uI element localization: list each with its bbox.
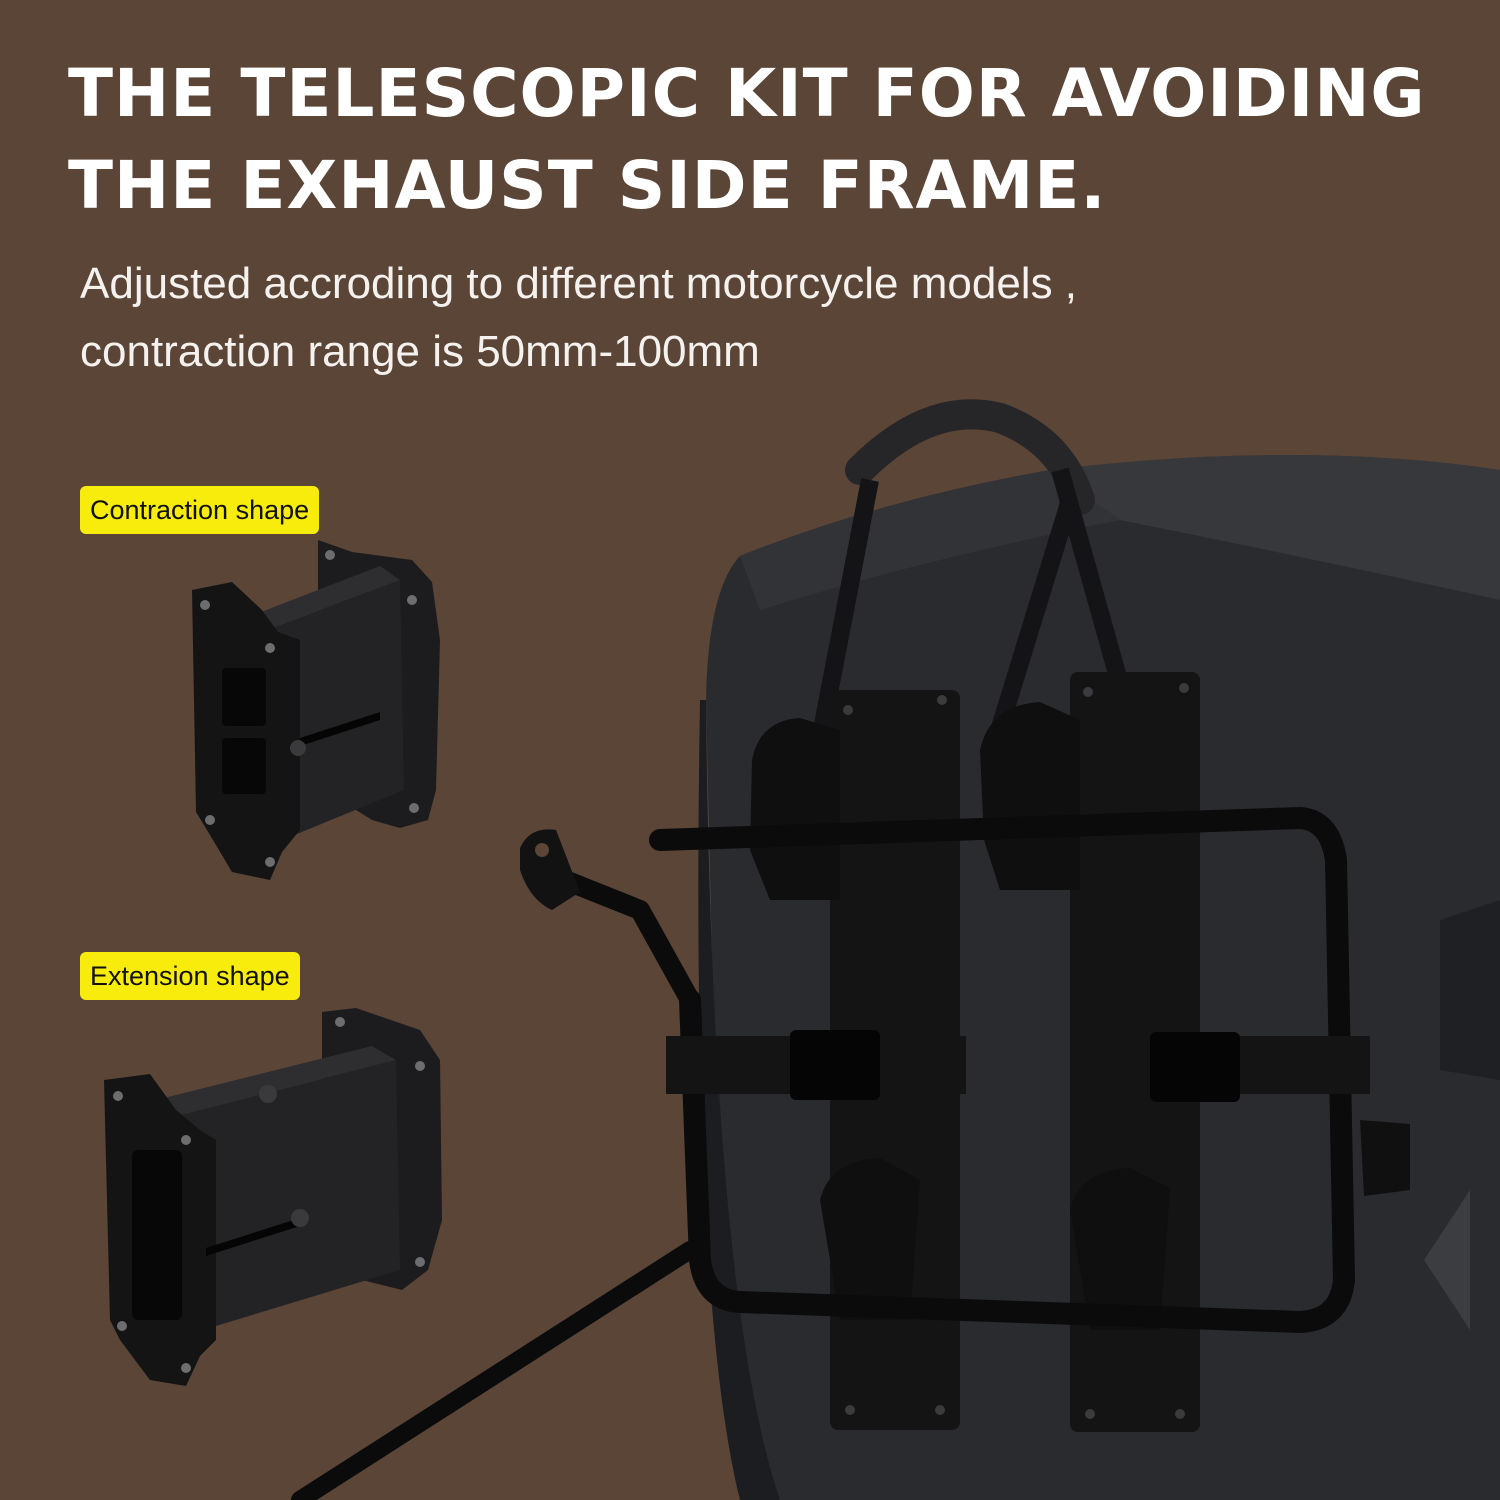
extension-shape-label: Extension shape	[80, 952, 300, 1000]
subtitle-line-2: contraction range is 50mm-100mm	[80, 327, 760, 376]
subtitle-line-1: Adjusted accroding to different motorcyc…	[80, 259, 1078, 308]
contraction-shape-label: Contraction shape	[80, 486, 320, 534]
subtitle: Adjusted accroding to different motorcyc…	[80, 250, 1380, 386]
headline-line-1: THE TELESCOPIC KIT FOR AVOIDING	[68, 55, 1426, 132]
headline-line-2: THE EXHAUST SIDE FRAME.	[68, 147, 1107, 224]
headline: THE TELESCOPIC KIT FOR AVOIDING THE EXHA…	[68, 48, 1468, 232]
